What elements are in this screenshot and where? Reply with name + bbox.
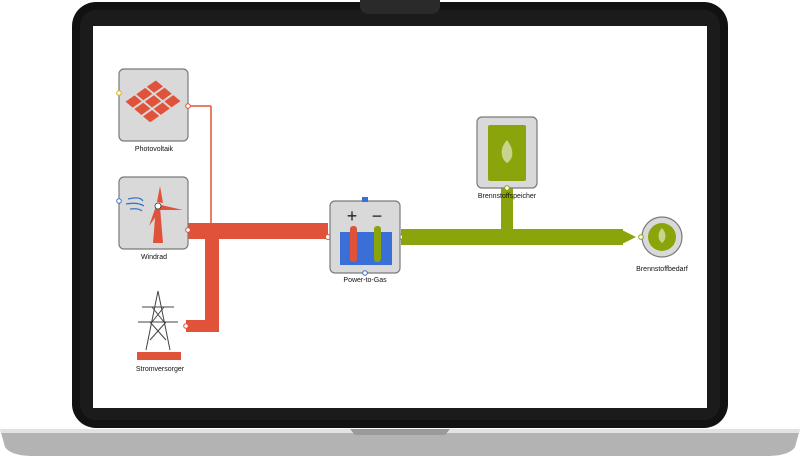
photovoltaik-label: Photovoltaik — [134, 146, 174, 153]
power-pylon-icon — [138, 290, 178, 351]
solar-panel-icon — [125, 80, 181, 123]
stromversorger-node[interactable] — [137, 290, 189, 360]
flame-icon — [501, 140, 513, 163]
laptop-base — [0, 429, 800, 456]
wind-turbine-icon — [125, 186, 183, 243]
photovoltaik-node[interactable] — [116, 68, 191, 142]
windrad-label: Windrad — [140, 254, 168, 261]
windrad-node[interactable] — [116, 176, 191, 250]
brennstoffspeicher-label: Brennstoffspeicher — [477, 193, 537, 200]
brennstoffspeicher-node[interactable] — [476, 116, 538, 191]
power-to-gas-label: Power-to-Gas — [343, 277, 387, 284]
flame-icon — [658, 228, 666, 243]
fuel-flow-lines — [397, 188, 636, 245]
power-to-gas-node[interactable]: + − — [329, 197, 401, 276]
ptg-plus-symbol: + — [347, 206, 358, 226]
electric-flow-lines — [186, 105, 331, 332]
stromversorger-label: Stromversorger — [135, 366, 185, 373]
brennstoffbedarf-node[interactable] — [638, 216, 683, 258]
camera-notch — [360, 0, 440, 14]
ptg-minus-symbol: − — [372, 206, 383, 226]
brennstoffbedarf-label: Brennstoffbedarf — [636, 266, 688, 273]
